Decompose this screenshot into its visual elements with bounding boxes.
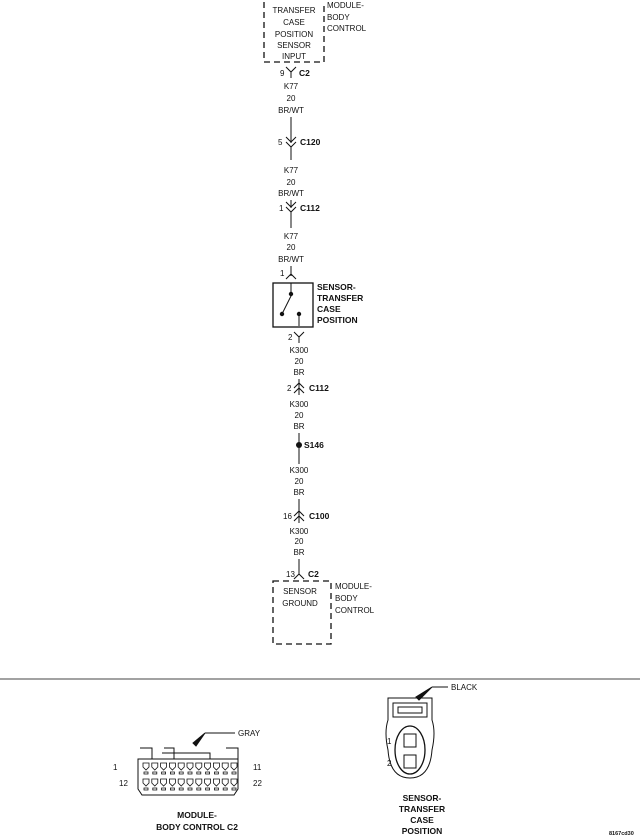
wire-circuit: K300 — [290, 527, 309, 536]
module-text: POSITION — [275, 30, 313, 39]
connector-cavity — [177, 762, 185, 775]
connector-cavity — [230, 778, 238, 791]
connector-color: GRAY — [238, 729, 261, 738]
pin-label: 11 — [253, 763, 262, 772]
module-body-control-bottom: SENSOR GROUND MODULE- BODY CONTROL — [272, 580, 375, 645]
wire-color: BR — [293, 488, 304, 497]
connector-cavity — [160, 778, 167, 791]
splice-dot — [296, 442, 302, 448]
figure-id: 8167cd30 — [609, 831, 634, 837]
pin-number: 16 — [283, 512, 292, 521]
connector-caption: BODY CONTROL C2 — [156, 822, 238, 832]
wire-gauge: 20 — [287, 94, 296, 103]
pin-number: 1 — [279, 204, 284, 213]
connector-id: C120 — [300, 137, 321, 147]
module-label: MODULE- — [327, 1, 364, 10]
connector-cavity — [142, 778, 150, 791]
pin-number: 2 — [287, 384, 292, 393]
module-body-control-top: TRANSFER CASE POSITION SENSOR INPUT MODU… — [263, 1, 367, 63]
sensor-label: TRANSFER — [317, 293, 363, 303]
wire-gauge: 20 — [295, 357, 304, 366]
module-text: SENSOR — [283, 587, 317, 596]
wire-gauge: 20 — [295, 477, 304, 486]
wire-color: BR/WT — [278, 189, 304, 198]
connector-cavity — [169, 762, 176, 775]
connector-id: C2 — [308, 569, 319, 579]
module-text: TRANSFER — [272, 6, 315, 15]
connector-cavity — [204, 778, 211, 791]
connector-caption: CASE — [410, 815, 434, 825]
circuit-k77: 9 C2 K77 20 BR/WT 5 C120 K77 20 BR/WT 1 … — [278, 66, 321, 280]
pin-number: 9 — [280, 69, 285, 78]
connector-cavity — [230, 762, 238, 775]
connector-id: C100 — [309, 511, 330, 521]
connector-id: C112 — [300, 203, 320, 213]
wire-circuit: K300 — [290, 400, 309, 409]
connector-cavity — [221, 762, 229, 775]
wire-color: BR/WT — [278, 255, 304, 264]
module-text: GROUND — [282, 599, 318, 608]
wire-gauge: 20 — [287, 243, 296, 252]
wire-circuit: K300 — [290, 346, 309, 355]
wire-circuit: K77 — [284, 232, 299, 241]
connector-caption: POSITION — [402, 826, 443, 836]
wire-gauge: 20 — [295, 411, 304, 420]
connector-caption: TRANSFER — [399, 804, 445, 814]
module-label: MODULE- — [335, 582, 372, 591]
connector-cavity — [160, 762, 167, 775]
pin-label: 12 — [119, 779, 128, 788]
connector-cavity — [151, 778, 159, 791]
connector-id: C2 — [299, 68, 310, 78]
sensor-label: CASE — [317, 304, 341, 314]
sensor-label: POSITION — [317, 315, 358, 325]
pin-number: 1 — [280, 269, 285, 278]
wire-color: BR — [293, 368, 304, 377]
circuit-k300: 2 K300 20 BR 2 C112 K300 20 BR S146 K300… — [283, 331, 330, 580]
connector-caption: MODULE- — [177, 810, 217, 820]
connector-cavity — [204, 762, 211, 775]
connector-cavity — [151, 762, 159, 775]
wire-circuit: K300 — [290, 466, 309, 475]
sensor-transfer-case-position: SENSOR- TRANSFER CASE POSITION — [272, 282, 363, 328]
connector-id: C112 — [309, 383, 329, 393]
module-text: SENSOR — [277, 41, 311, 50]
module-text: INPUT — [282, 52, 306, 61]
module-connector-view: GRAY 1 12 11 22 MODULE- BODY CONTROL C2 — [113, 729, 262, 832]
connector-cavity — [142, 762, 150, 775]
connector-cavity — [213, 778, 220, 791]
pin-label: 1 — [387, 737, 392, 746]
splice-id: S146 — [304, 440, 324, 450]
wire-circuit: K77 — [284, 82, 299, 91]
connector-color: BLACK — [451, 683, 478, 692]
wire-gauge: 20 — [295, 537, 304, 546]
sensor-label: SENSOR- — [317, 282, 356, 292]
wire-gauge: 20 — [287, 178, 296, 187]
wire-circuit: K77 — [284, 166, 299, 175]
connector-cavity — [169, 778, 176, 791]
connector-cavity — [186, 762, 194, 775]
module-text: CASE — [283, 18, 305, 27]
pin-label: 2 — [387, 759, 392, 768]
module-label: BODY — [335, 594, 358, 603]
pin-label: 1 — [113, 763, 118, 772]
pin-number: 13 — [286, 570, 295, 579]
pin-number: 2 — [288, 333, 293, 342]
module-label: CONTROL — [335, 606, 375, 615]
connector-cavity — [213, 762, 220, 775]
connector-cavity — [177, 778, 185, 791]
connector-cavity — [195, 762, 203, 775]
wire-color: BR — [293, 548, 304, 557]
pin-label: 22 — [253, 779, 262, 788]
connector-caption: SENSOR- — [403, 793, 442, 803]
connector-cavity — [195, 778, 203, 791]
wire-color: BR/WT — [278, 106, 304, 115]
sensor-connector-view: BLACK 1 2 SENSOR- TRANSFER CASE POSITION — [385, 683, 478, 836]
connector-cavity — [186, 778, 194, 791]
wire-color: BR — [293, 422, 304, 431]
module-label: BODY — [327, 13, 350, 22]
connector-cavity — [221, 778, 229, 791]
module-label: CONTROL — [327, 24, 367, 33]
pin-number: 5 — [278, 138, 283, 147]
